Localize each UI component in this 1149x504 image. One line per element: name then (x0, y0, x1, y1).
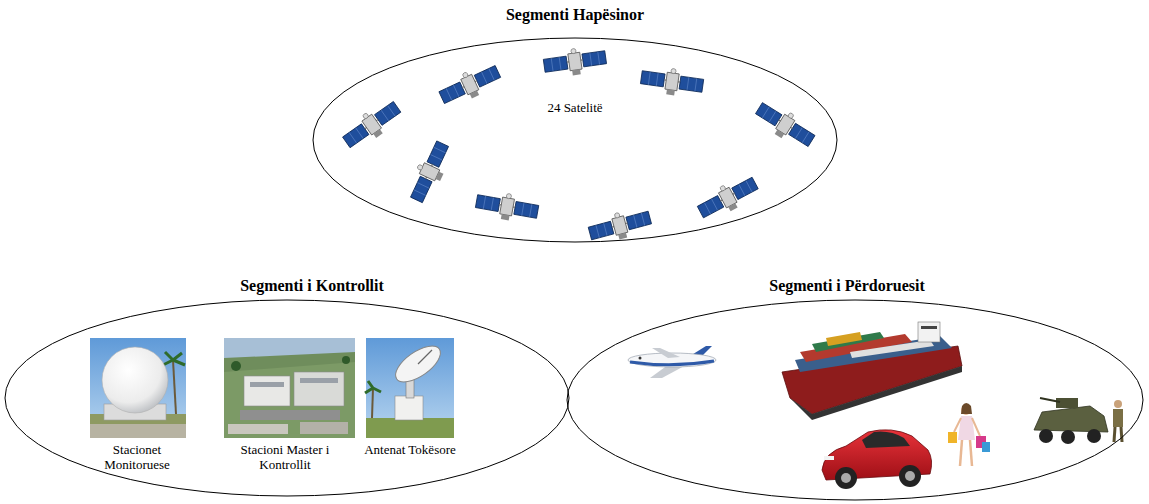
segment-ellipse: Segmenti i Përdoruesit (562, 275, 1148, 503)
segment-ellipse: Segmenti Hapësinor 24 Satelitë (300, 2, 850, 248)
photo-caption: Antenat Tokësore (345, 443, 475, 458)
ellipse-outline (562, 275, 1148, 503)
photo-caption: Stacionet Monitoruese (89, 443, 185, 473)
photo-caption: Stacioni Master i Kontrollit (235, 443, 335, 473)
segment-heading: Segmenti i Kontrollit (240, 277, 384, 295)
ellipse-outline (300, 2, 850, 248)
segment-heading: Segmenti i Përdoruesit (769, 277, 925, 295)
segment-heading: Segmenti Hapësinor (506, 6, 644, 24)
segment-note: 24 Satelitë (547, 100, 602, 116)
